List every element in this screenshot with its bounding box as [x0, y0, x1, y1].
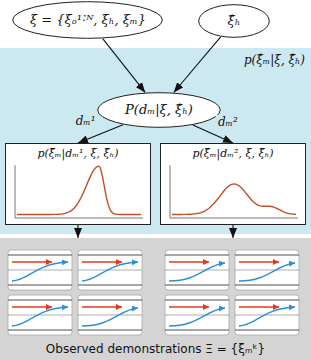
lane-panel: [8, 295, 72, 335]
edge-label: dₘ¹: [74, 114, 98, 128]
plot-axes: [170, 165, 298, 218]
distribution-plot-box: p(ξ̂ₘ|dₘ², ξ, ξ̂ₕ): [160, 143, 306, 225]
density-curve: [172, 184, 296, 214]
distribution-plot-box: p(ξ̂ₘ|dₘ¹, ξ, ξ̂ₕ): [5, 143, 151, 225]
edge-label: dₘ²: [216, 115, 240, 129]
lane-panel: [165, 295, 229, 335]
distribution-ellipse: P(dₘ|ξ, ξ̂ₕ): [97, 92, 221, 128]
lane-panel: [78, 250, 142, 290]
node-label: p(ξ̂ₘ|dₘ¹, ξ, ξ̂ₕ): [37, 147, 118, 160]
region-label: Observed demonstrations Ξ = {ξₘᵏ}: [0, 342, 311, 356]
density-curve: [17, 166, 141, 214]
node-label: p(ξ̂ₘ|dₘ², ξ, ξ̂ₕ): [192, 147, 273, 160]
region-label: p(ξ̂ₘ|ξ, ξ̂ₕ): [244, 53, 305, 67]
node-label: ξ̂ₕ: [228, 13, 241, 29]
lane-panel: [8, 250, 72, 290]
ellipse-shape: [199, 5, 270, 38]
lane-panel: [78, 295, 142, 335]
ellipse-shape: [98, 93, 221, 128]
lane-panel: [235, 295, 299, 335]
variable-ellipse: ξ̂ₕ: [198, 4, 270, 38]
lane-panel: [235, 250, 299, 290]
ellipse-shape: [13, 2, 163, 39]
variable-ellipse: ξ = {ξₒ¹˸ᴺ, ξₕ, ξₘ}: [12, 1, 163, 39]
lane-panel: [165, 250, 229, 290]
node-label: ξ = {ξₒ¹˸ᴺ, ξₕ, ξₘ}: [30, 12, 146, 28]
plot-axes: [15, 165, 143, 218]
model-region: p(ξ̂ₘ|ξ, ξ̂ₕ) P(dₘ|ξ, ξ̂ₕ) p(ξ̂ₘ|dₘ¹, ξ, ξ…: [0, 48, 311, 234]
arrow-connector: [232, 225, 233, 238]
arrow-connector: [77, 225, 78, 238]
node-label: P(dₘ|ξ, ξ̂ₕ): [125, 102, 193, 118]
